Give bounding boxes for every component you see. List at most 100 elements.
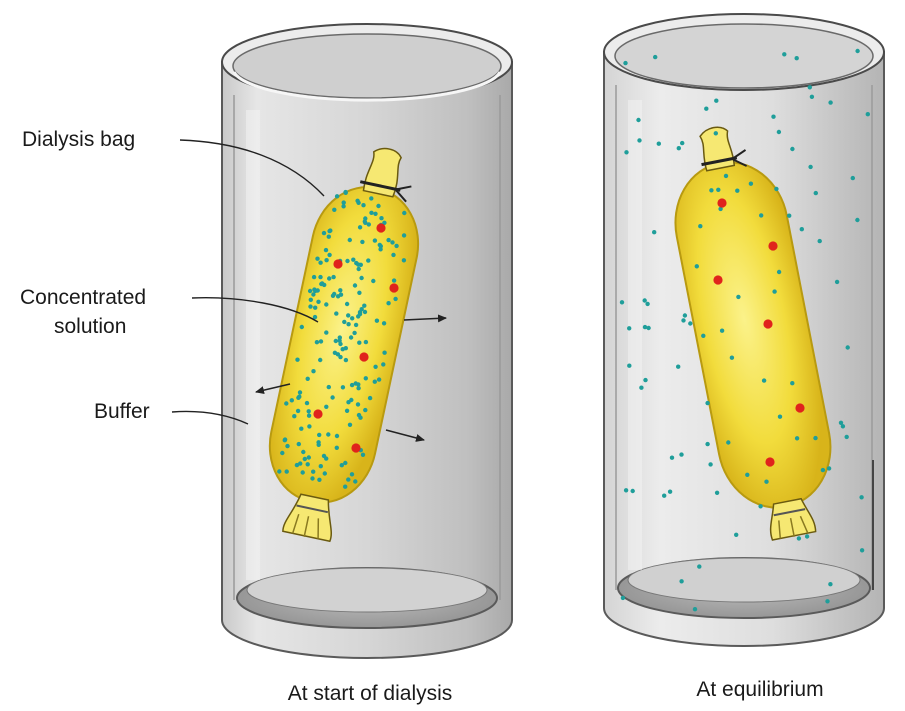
small-molecule (323, 471, 327, 475)
small-molecule (379, 216, 383, 220)
small-molecule (359, 276, 363, 280)
small-molecule (708, 462, 712, 466)
small-molecule (636, 118, 640, 122)
small-molecule (324, 248, 328, 252)
small-molecule (345, 302, 349, 306)
small-molecule (285, 469, 289, 473)
small-molecule (319, 282, 323, 286)
small-molecule (306, 377, 310, 381)
small-molecule (335, 434, 339, 438)
small-molecule (357, 341, 361, 345)
small-molecule (726, 440, 730, 444)
small-molecule (855, 218, 859, 222)
small-molecule (358, 416, 362, 420)
small-molecule (354, 323, 358, 327)
small-molecule (324, 405, 328, 409)
small-molecule (308, 289, 312, 293)
small-molecule (360, 307, 364, 311)
small-molecule (705, 401, 709, 405)
small-molecule (808, 165, 812, 169)
small-molecule (342, 320, 346, 324)
label-dialysis-bag: Dialysis bag (22, 128, 135, 151)
small-molecule (338, 288, 342, 292)
small-molecule (371, 279, 375, 283)
small-molecule (346, 477, 350, 481)
small-molecule (813, 436, 817, 440)
small-molecule (637, 138, 641, 142)
small-molecule (369, 196, 373, 200)
small-molecule (356, 201, 360, 205)
small-molecule (805, 534, 809, 538)
small-molecule (680, 141, 684, 145)
small-molecule (715, 491, 719, 495)
small-molecule (714, 99, 718, 103)
small-molecule (716, 188, 720, 192)
small-molecule (332, 292, 336, 296)
small-molecule (787, 214, 791, 218)
small-molecule (316, 288, 320, 292)
small-molecule (676, 365, 680, 369)
small-molecule (327, 253, 331, 257)
small-molecule (353, 479, 357, 483)
small-molecule (351, 258, 355, 262)
small-molecule (306, 462, 310, 466)
small-molecule (759, 213, 763, 217)
small-molecule (340, 463, 344, 467)
small-molecule (345, 259, 349, 263)
left-beaker-rim-inner (233, 34, 501, 98)
small-molecule (319, 339, 323, 343)
small-molecule (296, 409, 300, 413)
small-molecule (375, 319, 379, 323)
small-molecule (778, 415, 782, 419)
small-molecule (298, 461, 302, 465)
small-molecule (657, 142, 661, 146)
small-molecule (394, 244, 398, 248)
small-molecule (338, 342, 342, 346)
small-molecule (808, 85, 812, 89)
small-molecule (344, 358, 348, 362)
small-molecule (327, 235, 331, 239)
small-molecule (624, 488, 628, 492)
small-molecule (683, 313, 687, 317)
small-molecule (356, 386, 360, 390)
small-molecule (292, 414, 296, 418)
small-molecule (774, 187, 778, 191)
small-molecule (345, 409, 349, 413)
small-molecule (777, 130, 781, 134)
small-molecule (825, 599, 829, 603)
small-molecule (357, 291, 361, 295)
small-molecule (352, 331, 356, 335)
small-molecule (402, 258, 406, 262)
small-molecule (346, 400, 350, 404)
small-molecule (643, 298, 647, 302)
small-molecule (327, 229, 331, 233)
small-molecule (382, 321, 386, 325)
small-molecule (318, 275, 322, 279)
small-molecule (627, 364, 631, 368)
small-molecule (709, 188, 713, 192)
small-molecule (308, 304, 312, 308)
small-molecule (341, 385, 345, 389)
small-molecule (821, 468, 825, 472)
small-molecule (335, 446, 339, 450)
small-molecule (695, 264, 699, 268)
small-molecule (324, 258, 328, 262)
small-molecule (315, 340, 319, 344)
small-molecule (334, 311, 338, 315)
small-molecule (330, 395, 334, 399)
large-molecule (389, 283, 398, 292)
large-molecule (763, 319, 772, 328)
small-molecule (386, 301, 390, 305)
small-molecule (299, 427, 303, 431)
small-molecule (376, 204, 380, 208)
small-molecule (402, 233, 406, 237)
small-molecule (307, 455, 311, 459)
small-molecule (307, 414, 311, 418)
small-molecule (704, 107, 708, 111)
small-molecule (393, 297, 397, 301)
small-molecule (621, 596, 625, 600)
small-molecule (643, 378, 647, 382)
small-molecule (777, 270, 781, 274)
small-molecule (749, 182, 753, 186)
small-molecule (324, 330, 328, 334)
